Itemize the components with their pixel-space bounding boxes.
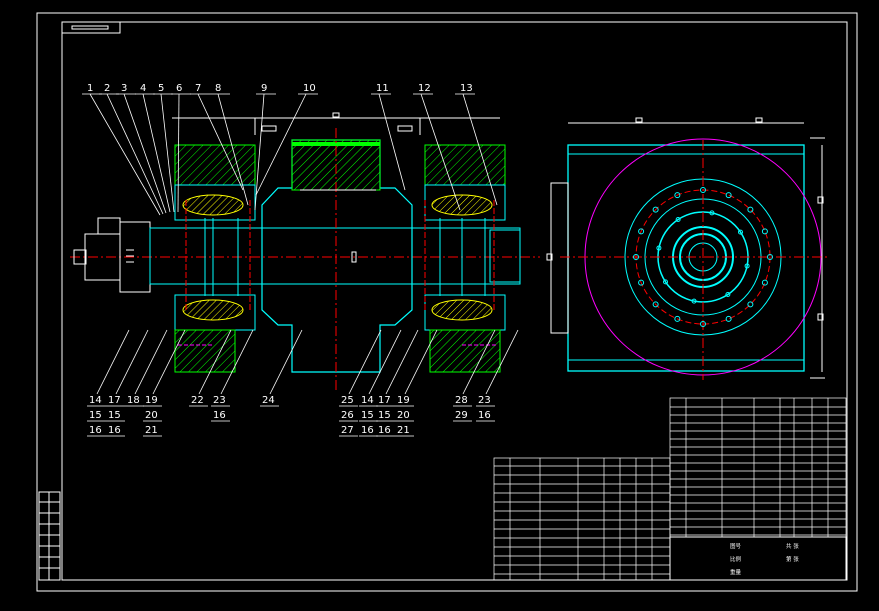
callout-bottom-29: 29 <box>455 410 468 421</box>
callout-1: 1 <box>87 83 93 94</box>
callout-3: 3 <box>121 83 127 94</box>
title-cell-b: 比例 <box>730 555 742 563</box>
callout-7: 7 <box>195 83 201 94</box>
end-view <box>546 117 830 380</box>
callout-6: 6 <box>176 83 182 94</box>
callout-bottom-22: 22 <box>191 395 204 406</box>
callout-8: 8 <box>215 83 221 94</box>
callout-bottom-15: 15 <box>89 410 102 421</box>
callout-bottom-16: 16 <box>108 425 121 436</box>
callout-bottom-16: 16 <box>89 425 102 436</box>
callout-bottom-18: 18 <box>127 395 140 406</box>
parts-list-left <box>493 457 671 581</box>
callout-9: 9 <box>261 83 267 94</box>
callout-bottom-20: 20 <box>145 410 158 421</box>
outer-frame <box>36 12 858 592</box>
title-block: 图号 比例 重量 共 张 第 张 <box>669 536 847 581</box>
callout-bottom-17: 17 <box>378 395 391 406</box>
callout-5: 5 <box>158 83 164 94</box>
title-cell-c: 重量 <box>730 568 742 576</box>
callout-13: 13 <box>460 83 473 94</box>
callout-bottom-25: 25 <box>341 395 354 406</box>
top-left-tag <box>61 21 121 34</box>
callout-10: 10 <box>303 83 316 94</box>
callout-bottom-16: 16 <box>213 410 226 421</box>
parts-list-right <box>669 397 847 581</box>
title-cell-d: 共 张 <box>786 542 799 550</box>
callout-bottom-21: 21 <box>145 425 158 436</box>
callout-bottom-28: 28 <box>455 395 468 406</box>
callout-bottom-20: 20 <box>397 410 410 421</box>
callout-bottom-16: 16 <box>478 410 491 421</box>
inner-frame <box>61 21 848 581</box>
callout-12: 12 <box>418 83 431 94</box>
leader-lines <box>82 93 519 437</box>
callout-bottom-14: 14 <box>361 395 374 406</box>
title-cell-e: 第 张 <box>786 555 799 563</box>
callout-bottom-16: 16 <box>361 425 374 436</box>
callout-bottom-15: 15 <box>108 410 121 421</box>
callout-labels-bottom: 14 15 16 17 15 16 18 19 20 21 22 23 16 24 25 26 27 14 15 16… <box>89 395 491 436</box>
left-margin-table <box>38 491 61 581</box>
callout-bottom-26: 26 <box>341 410 354 421</box>
callout-bottom-19: 19 <box>397 395 410 406</box>
callout-bottom-23: 23 <box>478 395 491 406</box>
title-cell-a: 图号 <box>730 542 742 550</box>
top-left-tag-text <box>71 25 109 30</box>
callout-bottom-16: 16 <box>378 425 391 436</box>
callout-bottom-15: 15 <box>361 410 374 421</box>
callout-bottom-19: 19 <box>145 395 158 406</box>
callout-11: 11 <box>376 83 389 94</box>
callout-bottom-21: 21 <box>397 425 410 436</box>
callout-bottom-23: 23 <box>213 395 226 406</box>
callout-bottom-15: 15 <box>378 410 391 421</box>
callout-bottom-17: 17 <box>108 395 121 406</box>
section-view <box>70 112 540 390</box>
callout-4: 4 <box>140 83 146 94</box>
callout-bottom-27: 27 <box>341 425 354 436</box>
callout-bottom-24: 24 <box>262 395 275 406</box>
callout-2: 2 <box>104 83 110 94</box>
callout-bottom-14: 14 <box>89 395 102 406</box>
